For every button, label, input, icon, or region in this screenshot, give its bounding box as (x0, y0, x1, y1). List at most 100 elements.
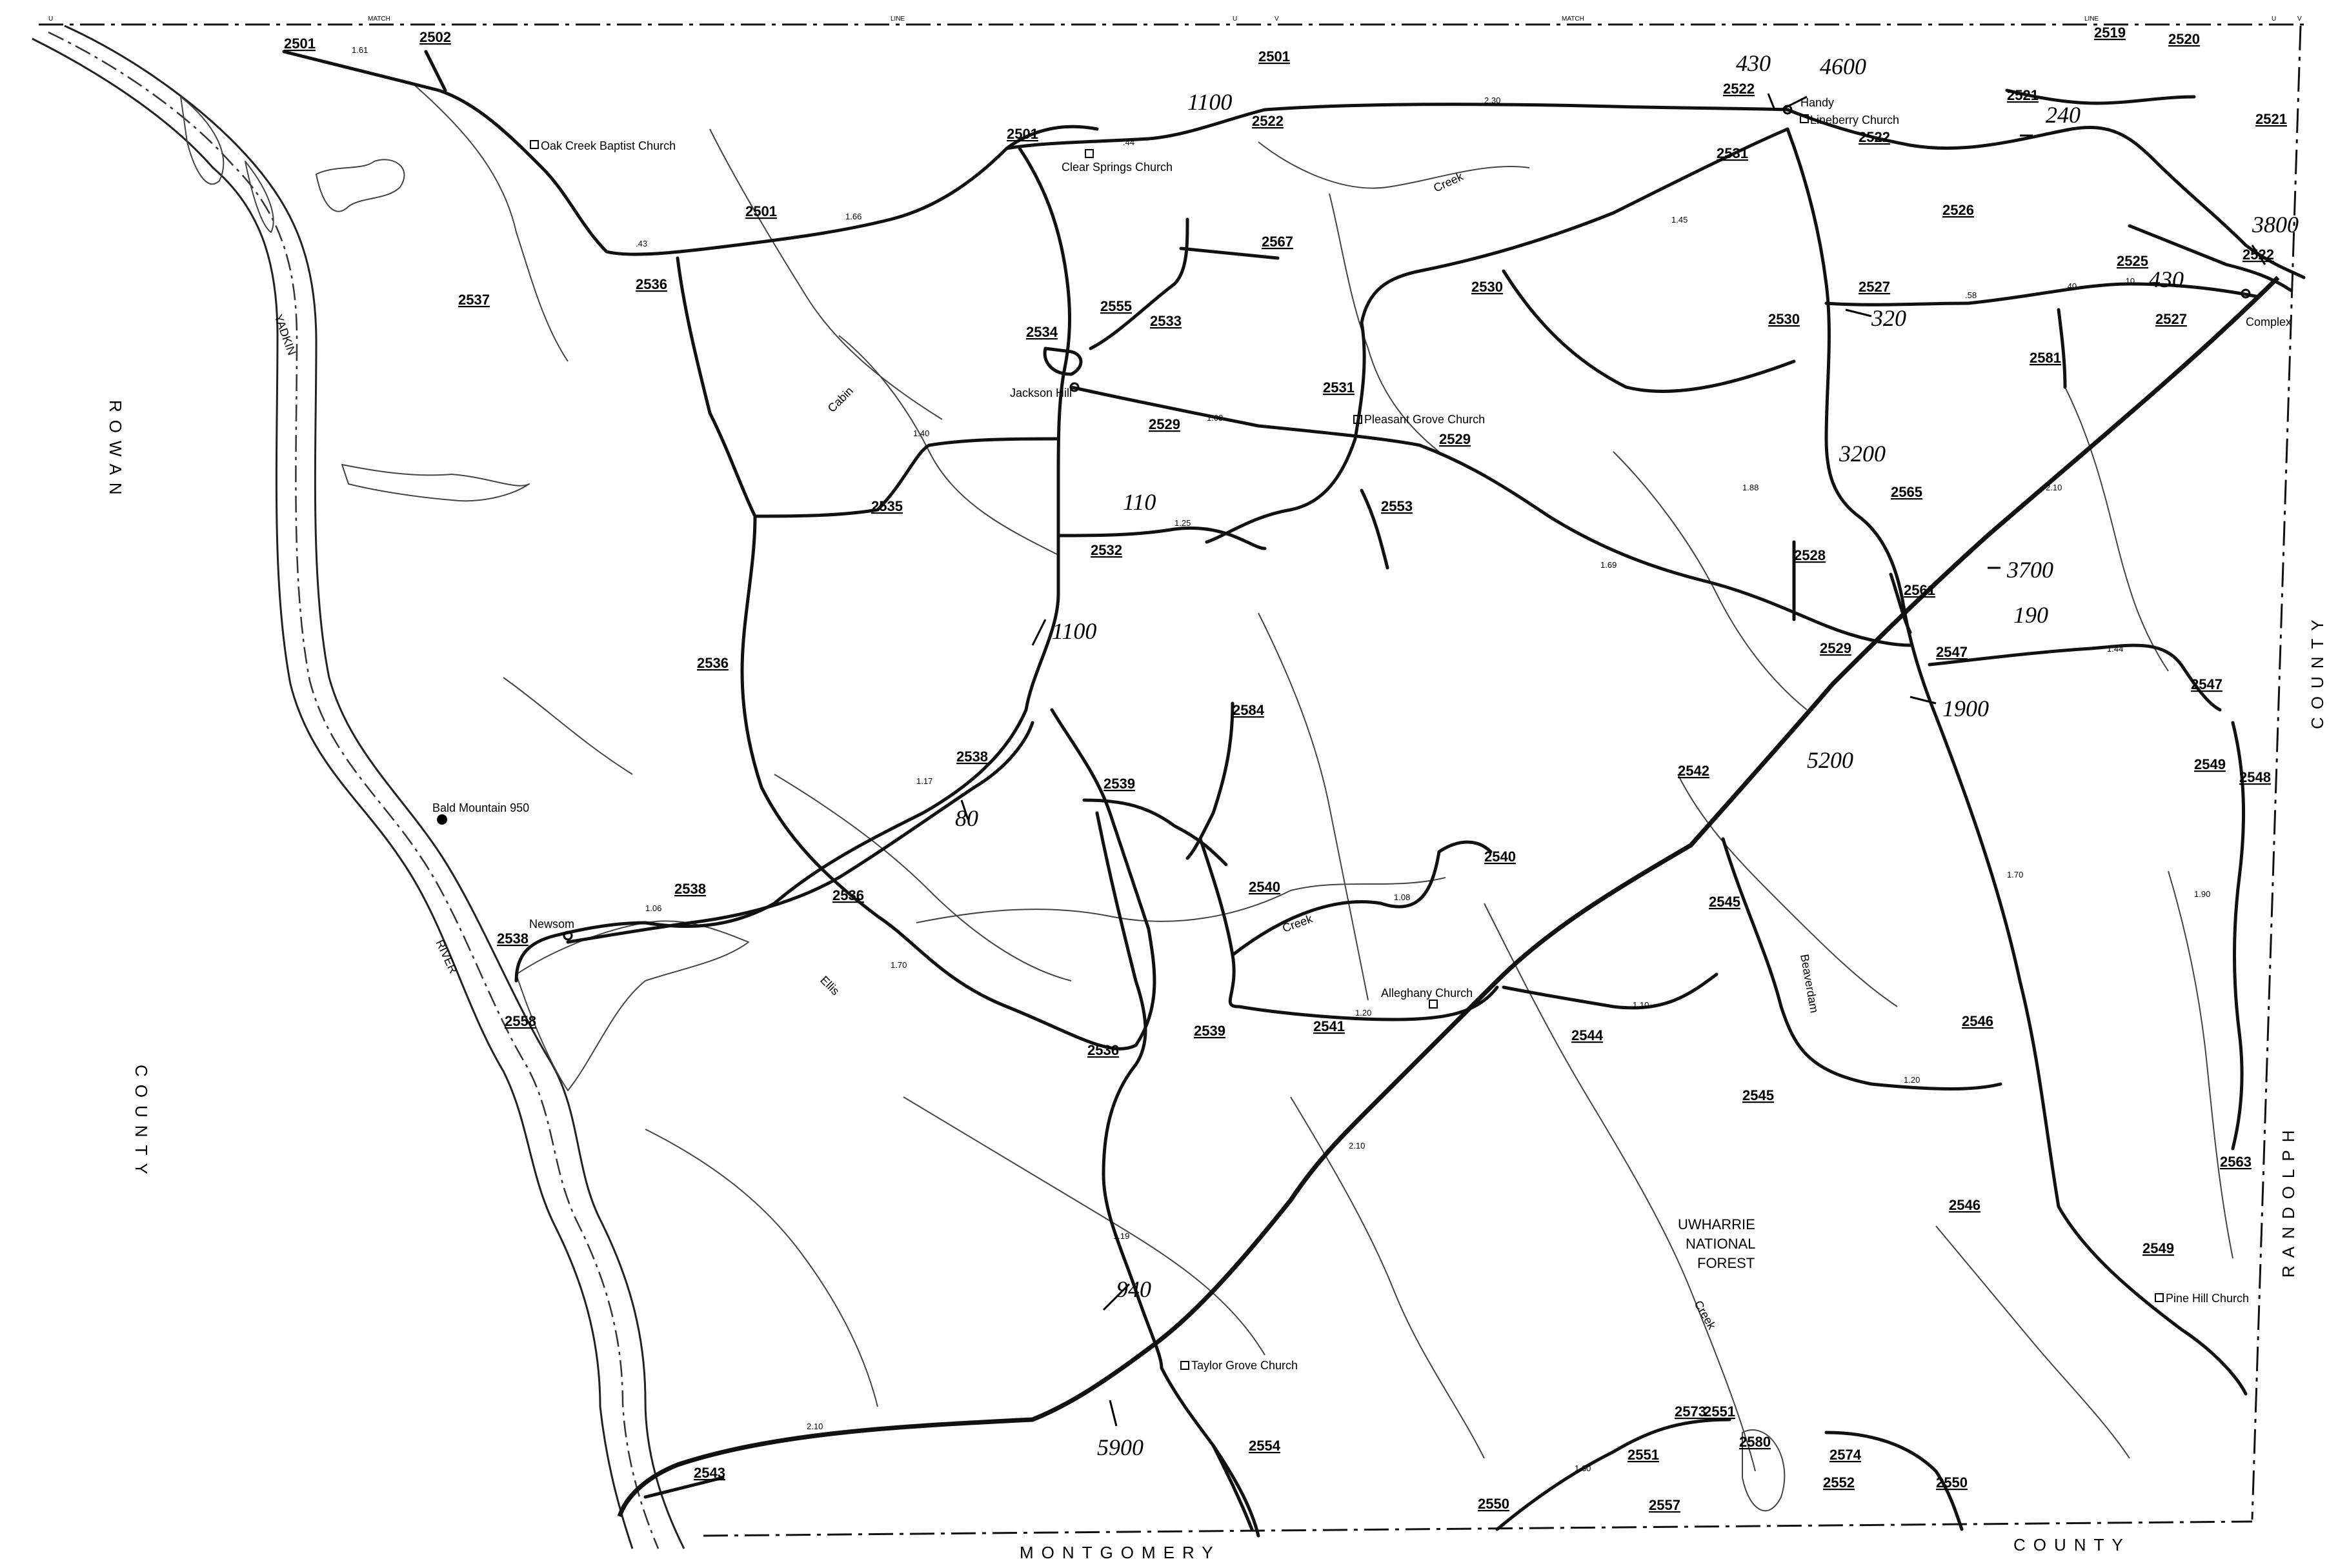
traffic-count: 5200 (1807, 747, 1853, 773)
mileage: 2.30 (1484, 95, 1500, 105)
road-2501-north (282, 50, 1099, 256)
traffic-count: 4600 (1820, 54, 1866, 79)
county-label-right: COUNTY (2308, 612, 2327, 729)
route-label: 2553 (1381, 498, 1413, 514)
route-label: 2565 (1891, 484, 1922, 500)
route-label: 2544 (1571, 1027, 1604, 1043)
mileage: 1.70 (891, 960, 907, 970)
water-names: YADKIN RIVER Cabin Creek Creek Ellis Cre… (272, 170, 1821, 1332)
mileage: 1.17 (916, 776, 932, 786)
place-label: Alleghany Church (1381, 987, 1473, 1000)
road-2522 (1786, 108, 2306, 279)
route-label: 2531 (1323, 379, 1355, 396)
route-label: 2536 (636, 276, 667, 292)
match-label: U (1233, 15, 1237, 23)
route-label: 2548 (2239, 769, 2271, 785)
church-icon (530, 140, 539, 149)
mileage: 1.20 (1904, 1075, 1920, 1085)
route-label: 2557 (1649, 1497, 1680, 1513)
mileage: 1.06 (645, 903, 661, 913)
road-2534-loop (1043, 347, 1083, 376)
roads (282, 50, 2306, 1538)
town-marker (2241, 288, 2251, 299)
mileage: .40 (2065, 281, 2077, 291)
road-2536-central (1095, 811, 1260, 1538)
church-icon (1085, 149, 1094, 158)
route-label: 2554 (1249, 1438, 1281, 1454)
route-label: 2521 (2007, 87, 2039, 103)
county-boundaries (39, 23, 2307, 1537)
road-2544 (1502, 972, 1718, 1010)
road-2584 (1185, 701, 1235, 860)
road-2554 (1211, 1443, 1254, 1531)
water-label: YADKIN (272, 313, 298, 357)
route-label: 2501 (745, 203, 777, 219)
route-label: 2520 (2168, 31, 2200, 47)
route-label: 2522 (1859, 129, 1890, 145)
route-label: 2522 (1723, 81, 1755, 97)
route-label: 2549 (2142, 1240, 2174, 1256)
route-label: 2584 (1233, 702, 1265, 718)
route-label: 2522 (1252, 113, 1284, 129)
match-label: MATCH (1562, 15, 1584, 23)
church-icon (1429, 1000, 1438, 1009)
route-label: 2551 (1704, 1403, 1735, 1420)
traffic-count: 3800 (2252, 212, 2299, 237)
traffic-count: 190 (2013, 602, 2048, 628)
place-label: Bald Mountain 950 (432, 801, 529, 814)
route-label: 2538 (956, 749, 988, 765)
route-label: 2529 (1149, 416, 1180, 432)
mileage: 1.45 (1671, 215, 1688, 225)
route-label: 2574 (1829, 1447, 1862, 1463)
water-label: Beaverdam (1798, 953, 1821, 1014)
traffic-count: 1100 (1187, 89, 1232, 115)
route-label: 2539 (1194, 1023, 1225, 1039)
route-label: 2526 (1942, 202, 1974, 218)
traffic-count: 3700 (2006, 557, 2053, 583)
route-label: 2537 (458, 292, 490, 308)
traffic-count: 5900 (1097, 1434, 1144, 1460)
route-label: 2540 (1484, 849, 1516, 865)
route-label: 2501 (284, 35, 316, 52)
county-names: ROWAN COUNTY COUNTY RANDOLPH MONTGOMERY … (106, 400, 2327, 1562)
county-label-randolph: RANDOLPH (2279, 1123, 2298, 1278)
road-2529 (1069, 385, 1912, 647)
route-label: 2536 (1087, 1042, 1119, 1058)
traffic-count: 430 (1736, 50, 1771, 76)
route-label: 2581 (2030, 350, 2061, 366)
road-2540 (1198, 837, 1499, 1021)
road-2550-south (1495, 1418, 1731, 1531)
road-2538 (566, 721, 1034, 944)
route-label: 2539 (1103, 776, 1135, 792)
route-label: 2536 (832, 887, 864, 903)
streams (412, 83, 2233, 1472)
national-forest-label: UWHARRIE NATIONAL FOREST (1678, 1216, 1755, 1271)
mileage-labels: 1.61 2.30 .44 1.66 .43 1.45 .58 .40 .10 … (352, 45, 2210, 1473)
road-2561 (1889, 572, 1912, 634)
church-icon (2155, 1293, 2164, 1302)
traffic-count: 1100 (1052, 618, 1096, 644)
church-icon (1353, 415, 1362, 424)
place-label: Clear Springs Church (1062, 161, 1173, 174)
road-2531 (1360, 127, 1789, 325)
road-2548 (2231, 721, 2246, 1151)
route-label: 2567 (1262, 234, 1293, 250)
match-label: U (2272, 15, 2276, 23)
road-2553 (1360, 488, 1389, 570)
road-2522-complex (2128, 224, 2293, 292)
route-label: 2546 (1962, 1013, 1993, 1029)
mileage: 2.10 (807, 1422, 823, 1431)
mountain-icon (437, 814, 447, 825)
route-label: 2573 (1675, 1403, 1706, 1420)
mileage: 1.25 (1174, 518, 1191, 528)
route-label: 2534 (1026, 324, 1058, 340)
county-label-rowan: ROWAN (106, 400, 125, 503)
town-marker (1069, 382, 1080, 392)
mileage: .44 (1123, 137, 1134, 147)
route-label: 2542 (1678, 763, 1709, 779)
mileage: 1.10 (1633, 1000, 1649, 1010)
town-marker (563, 930, 573, 941)
route-label: 2501 (1007, 126, 1038, 142)
route-label: 2529 (1820, 640, 1851, 656)
